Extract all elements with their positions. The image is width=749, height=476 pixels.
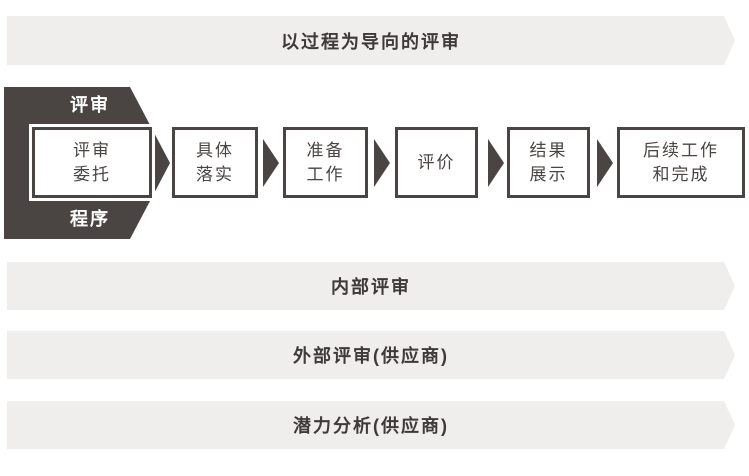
stage-review-commission: 评审 委托 bbox=[32, 127, 152, 198]
stage-line: 结果 bbox=[529, 140, 568, 160]
arrow-right-icon bbox=[374, 139, 390, 187]
banner-process-oriented-review-label: 以过程为导向的评审 bbox=[281, 31, 461, 52]
stage-line: 评价 bbox=[417, 152, 456, 172]
stage-line: 后续工作 bbox=[643, 140, 719, 160]
stage-line: 落实 bbox=[196, 164, 234, 184]
stage-preparation-work: 准备 工作 bbox=[283, 127, 368, 198]
stage-evaluation: 评价 bbox=[395, 127, 478, 198]
banner-external-review-supplier-label: 外部评审(供应商) bbox=[293, 346, 449, 366]
stage-followup-and-completion: 后续工作 和完成 bbox=[617, 127, 745, 198]
stage-line: 准备 bbox=[306, 140, 345, 160]
stage-line: 展示 bbox=[529, 164, 568, 184]
stage-line: 和完成 bbox=[652, 164, 710, 184]
banner-internal-review-label: 内部评审 bbox=[331, 277, 411, 297]
stage-line: 具体 bbox=[196, 140, 234, 160]
banner-external-review-supplier: 外部评审(供应商) bbox=[7, 331, 735, 379]
arrow-right-icon bbox=[263, 139, 279, 187]
banner-process-oriented-review: 以过程为导向的评审 bbox=[7, 16, 735, 65]
arrow-right-icon bbox=[597, 139, 613, 187]
procedure-tag-label: 程序 bbox=[70, 209, 110, 229]
stage-line: 工作 bbox=[306, 164, 345, 184]
banner-internal-review: 内部评审 bbox=[7, 262, 735, 310]
banner-potential-analysis-supplier: 潜力分析(供应商) bbox=[7, 401, 735, 449]
stage-concrete-implementation: 具体 落实 bbox=[172, 127, 258, 198]
banner-potential-analysis-supplier-label: 潜力分析(供应商) bbox=[293, 416, 449, 436]
arrow-right-icon bbox=[488, 139, 504, 187]
stage-result-presentation: 结果 展示 bbox=[507, 127, 590, 198]
stage-line: 委托 bbox=[73, 164, 111, 184]
stage-line: 评审 bbox=[73, 140, 111, 160]
review-tag-label: 评审 bbox=[70, 95, 110, 115]
